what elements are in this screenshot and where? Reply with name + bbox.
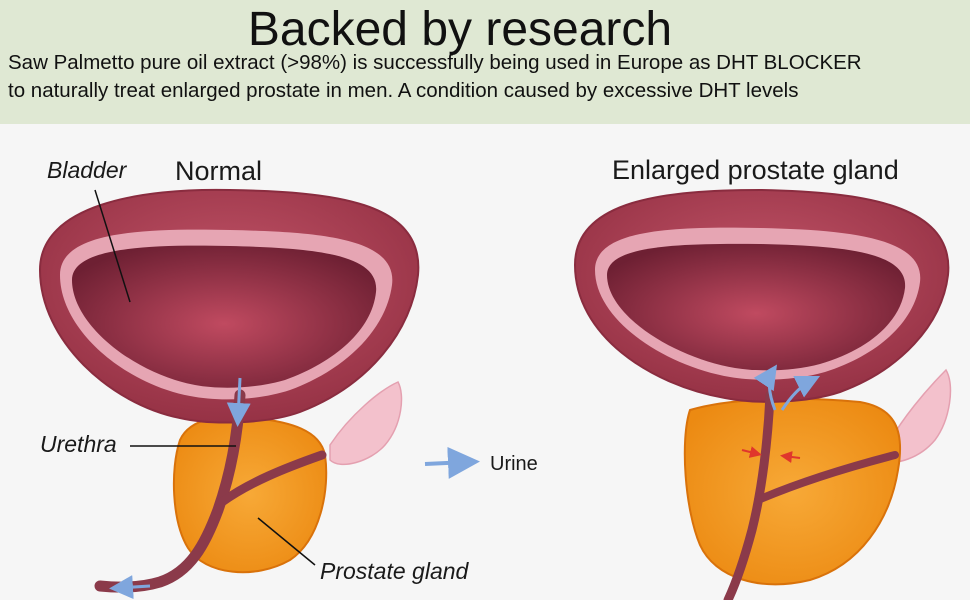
urine-arrow-icon — [424, 446, 480, 479]
enlarged-heading: Enlarged prostate gland — [612, 155, 899, 185]
normal-heading: Normal — [175, 156, 263, 186]
bladder-label: Bladder — [47, 157, 127, 183]
prostate-leader-line — [257, 517, 316, 566]
urine-backflow-arrow-left — [753, 364, 777, 411]
urine-exit-arrow-normal — [109, 575, 151, 600]
prostate-label: Prostate gland — [320, 558, 469, 584]
bladder-cavity-normal — [72, 245, 377, 388]
header-description-line-2: to naturally treat enlarged prostate in … — [8, 79, 799, 102]
header-description-line-1: Saw Palmetto pure oil extract (>98%) is … — [8, 51, 862, 74]
urethra-enlarged — [723, 390, 775, 600]
seminal-vesicle-enlarged — [884, 368, 952, 463]
prostate-enlarged — [683, 397, 902, 586]
urine-legend-label: Urine — [490, 453, 538, 475]
urine-flow-arrow-normal — [226, 377, 251, 427]
enlarged-anatomy — [573, 188, 952, 600]
bladder-cavity-enlarged — [607, 243, 906, 371]
page-title: Backed by research — [247, 3, 673, 56]
seminal-vesicle-normal — [329, 381, 403, 466]
normal-anatomy — [38, 188, 420, 600]
ejaculatory-duct-normal — [217, 450, 327, 507]
urethra-label: Urethra — [40, 431, 117, 457]
ejaculatory-duct-enlarged — [754, 451, 899, 504]
header-banner: Backed by research Saw Palmetto pure oil… — [0, 0, 970, 124]
constriction-arrow-icon — [741, 446, 801, 463]
bladder-leader-line — [94, 189, 131, 303]
urine-backflow-arrow-right — [780, 375, 821, 411]
